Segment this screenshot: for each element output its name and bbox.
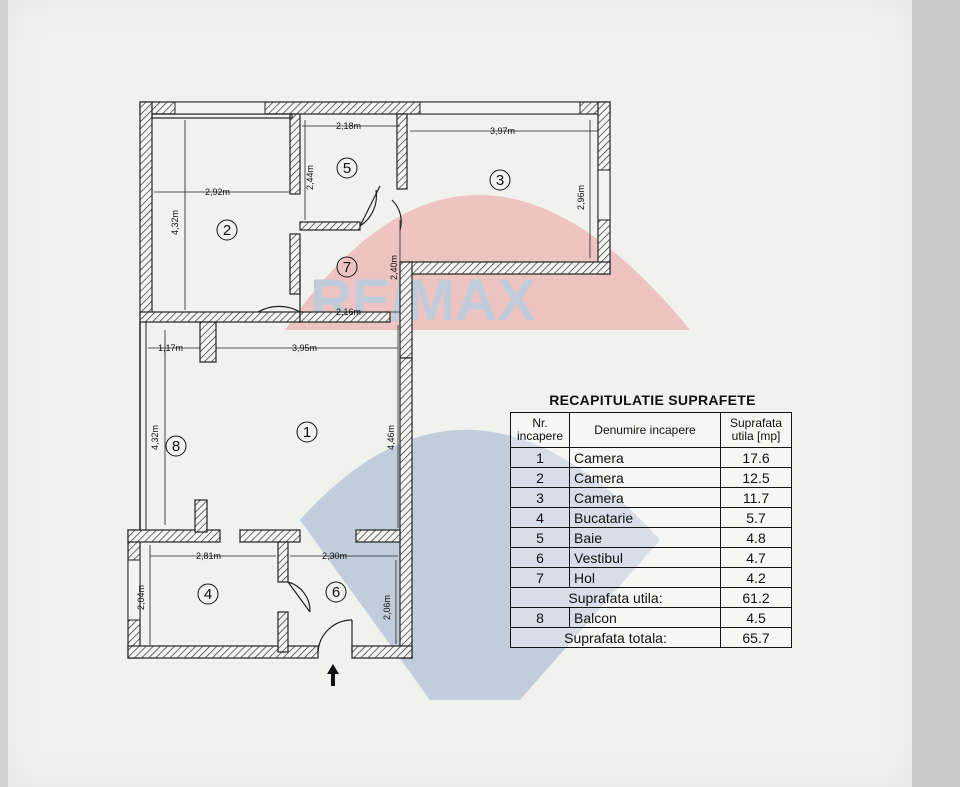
- table-row: 6 Vestibul 4.7: [510, 547, 792, 568]
- dim-label: 2,96m: [576, 185, 586, 210]
- dimension-lines: [148, 120, 598, 645]
- windows: [127, 101, 611, 621]
- dim-label: 3,97m: [490, 126, 515, 136]
- row-area: 4.2: [720, 567, 792, 588]
- useful-label: Suprafata utila:: [510, 587, 721, 608]
- table-row: 5 Baie 4.8: [510, 527, 792, 548]
- watermark-text: RE/MAX: [310, 268, 536, 333]
- dim-label: 2,44m: [305, 165, 315, 190]
- dimension-labels: 2,18m 3,97m 2,44m 2,96m 2,92m 4,32m 2,40…: [136, 121, 586, 620]
- dim-label: 1,17m: [158, 343, 183, 353]
- balcony-nr: 8: [510, 607, 570, 628]
- room-markers: [165, 157, 511, 605]
- dim-label: 4,32m: [170, 210, 180, 235]
- row-nr: 7: [510, 567, 570, 588]
- total-label: Suprafata totala:: [510, 627, 721, 648]
- grand-total-row: Suprafata totala: 65.7: [510, 627, 792, 648]
- dim-label: 2,06m: [382, 595, 392, 620]
- room-number: 4: [204, 586, 212, 603]
- row-area: 11.7: [720, 487, 792, 508]
- table-row: 1 Camera 17.6: [510, 447, 792, 468]
- table-row: 4 Bucatarie 5.7: [510, 507, 792, 528]
- row-area: 5.7: [720, 507, 792, 528]
- entrance-arrow-icon: [327, 664, 339, 686]
- row-area: 4.8: [720, 527, 792, 548]
- door-swings: [257, 185, 402, 653]
- useful-total-row: Suprafata utila: 61.2: [510, 587, 792, 608]
- dim-label: 2,40m: [389, 255, 399, 280]
- balcony-row: 8 Balcon 4.5: [510, 607, 792, 628]
- row-nr: 5: [510, 527, 570, 548]
- header-area: Suprafata utila [mp]: [720, 412, 792, 448]
- dim-label: 3,95m: [292, 343, 317, 353]
- dim-label: 2,16m: [336, 307, 361, 317]
- row-nr: 6: [510, 547, 570, 568]
- table-row: 7 Hol 4.2: [510, 567, 792, 588]
- row-area: 4.7: [720, 547, 792, 568]
- balcony-area: 4.5: [720, 607, 792, 628]
- dim-label: 2,92m: [205, 187, 230, 197]
- row-nr: 4: [510, 507, 570, 528]
- area-summary: RECAPITULATIE SUPRAFETE Nr. incapere Den…: [510, 392, 795, 648]
- room-numbers: 1 2 3 4 5 6 7 8: [172, 160, 504, 603]
- row-name: Bucatarie: [569, 507, 721, 528]
- table-header-row: Nr. incapere Denumire incapere Suprafata…: [510, 412, 792, 448]
- dim-label: 2,30m: [322, 551, 347, 561]
- area-table: Nr. incapere Denumire incapere Suprafata…: [510, 412, 792, 648]
- dim-label: 2,18m: [336, 121, 361, 131]
- row-name: Camera: [569, 487, 721, 508]
- dim-label: 2,81m: [196, 551, 221, 561]
- row-area: 17.6: [720, 447, 792, 468]
- room-number: 7: [343, 259, 351, 276]
- useful-value: 61.2: [720, 587, 792, 608]
- room-number: 2: [223, 222, 231, 239]
- total-value: 65.7: [720, 627, 792, 648]
- row-name: Camera: [569, 467, 721, 488]
- room-number: 3: [496, 172, 504, 189]
- header-nr: Nr. incapere: [510, 412, 570, 448]
- room-number: 6: [332, 584, 340, 601]
- table-row: 2 Camera 12.5: [510, 467, 792, 488]
- row-name: Baie: [569, 527, 721, 548]
- row-nr: 1: [510, 447, 570, 468]
- row-name: Hol: [569, 567, 721, 588]
- room-number: 1: [303, 424, 311, 441]
- balcony-name: Balcon: [569, 607, 721, 628]
- dim-label: 4,32m: [150, 425, 160, 450]
- room-number: 5: [343, 160, 351, 177]
- table-row: 3 Camera 11.7: [510, 487, 792, 508]
- row-nr: 2: [510, 467, 570, 488]
- page-edge: [912, 0, 960, 787]
- room-number: 8: [172, 438, 180, 455]
- row-area: 12.5: [720, 467, 792, 488]
- header-name: Denumire incapere: [569, 412, 721, 448]
- dim-label: 4,46m: [386, 425, 396, 450]
- summary-title: RECAPITULATIE SUPRAFETE: [549, 392, 756, 408]
- dim-label: 2,04m: [136, 585, 146, 610]
- row-name: Vestibul: [569, 547, 721, 568]
- row-nr: 3: [510, 487, 570, 508]
- row-name: Camera: [569, 447, 721, 468]
